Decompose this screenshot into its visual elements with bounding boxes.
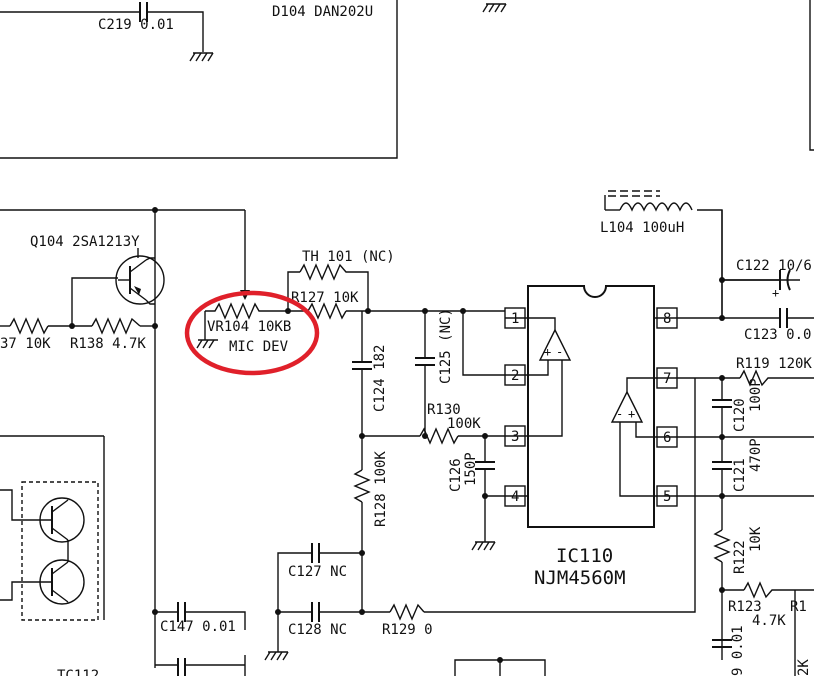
label-2k-fragment: 2K	[796, 659, 812, 676]
pin-2: 2	[511, 368, 519, 384]
pin-1: 1	[511, 311, 519, 327]
label-r138: R138 4.7K	[70, 336, 146, 352]
label-q104: Q104 2SA1213Y	[30, 234, 140, 250]
pin-7: 7	[663, 371, 671, 387]
label-c125: C125 (NC)	[438, 308, 454, 384]
ground-symbol	[482, 3, 507, 13]
label-c128: C128 NC	[288, 622, 347, 638]
label-r119: R119 120K	[736, 356, 812, 372]
ground-symbol	[471, 541, 496, 551]
label-c147: C147 0.01	[160, 619, 236, 635]
label-r123-value: 4.7K	[752, 613, 786, 629]
ground-symbol	[264, 651, 289, 661]
main-wiring	[0, 190, 814, 676]
pin-8: 8	[663, 311, 671, 327]
ground-symbol	[189, 52, 214, 62]
label-r130-value: 100K	[447, 416, 481, 432]
pin-5: 5	[663, 489, 671, 505]
pin-6: 6	[663, 430, 671, 446]
label-r129: R129 0	[382, 622, 433, 638]
label-r137: 37 10K	[0, 336, 51, 352]
ic-part-number: NJM4560M	[534, 567, 626, 589]
highlight-ellipse	[184, 290, 320, 376]
label-r122: R122	[732, 540, 748, 574]
label-r123: R123	[728, 599, 762, 615]
label-c219: C219 0.01	[98, 17, 174, 33]
label-c127: C127 NC	[288, 564, 347, 580]
label-r127: R127 10K	[291, 290, 359, 306]
ground-symbol	[196, 322, 218, 349]
label-c121-value: 470P	[748, 438, 764, 472]
label-r122-value: 10K	[748, 526, 764, 552]
label-c124: C124 182	[372, 345, 388, 412]
svg-text:-: -	[556, 345, 563, 359]
svg-text:+: +	[628, 407, 635, 421]
pin-4: 4	[511, 489, 519, 505]
top-subboard: C219 0.01 D104 DAN202U	[0, 0, 814, 159]
pin-3: 3	[511, 429, 519, 445]
ic-110: + - - + 1 2 3 4 5 6 7 8	[504, 285, 680, 528]
svg-text:-: -	[616, 407, 623, 421]
label-r130: R130	[427, 402, 461, 418]
svg-text:+: +	[544, 345, 551, 359]
label-l104: L104 100uH	[600, 220, 684, 236]
label-c122: C122 10/6	[736, 258, 812, 274]
c122-capacitor: +	[722, 269, 791, 300]
junction-dots	[69, 207, 725, 663]
label-mic-dev: MIC DEV	[229, 339, 289, 355]
label-c120-value: 100P	[748, 378, 764, 412]
transistor-q104	[115, 255, 165, 305]
label-c126-value: 150P	[463, 452, 479, 486]
component-labels: Q104 2SA1213Y TH 101 (NC) R127 10K VR104…	[0, 220, 812, 676]
label-bottom-left: TC112	[57, 668, 99, 676]
label-c123: C123 0.0	[744, 327, 811, 343]
label-c126: C126	[448, 458, 464, 492]
transistor-pair	[0, 435, 105, 621]
svg-text:+: +	[772, 286, 779, 300]
label-th101: TH 101 (NC)	[302, 249, 395, 265]
label-c121: C121	[732, 458, 748, 492]
label-c120: C120	[732, 398, 748, 432]
label-vr104: VR104 10KB	[207, 319, 291, 335]
label-r128: R128 100K	[373, 451, 389, 527]
label-r1-fragment: R1	[790, 599, 807, 615]
ic-name: IC110	[556, 545, 613, 567]
label-d104: D104 DAN202U	[272, 4, 373, 20]
label-c-fragment: 9 0.01	[730, 625, 746, 676]
